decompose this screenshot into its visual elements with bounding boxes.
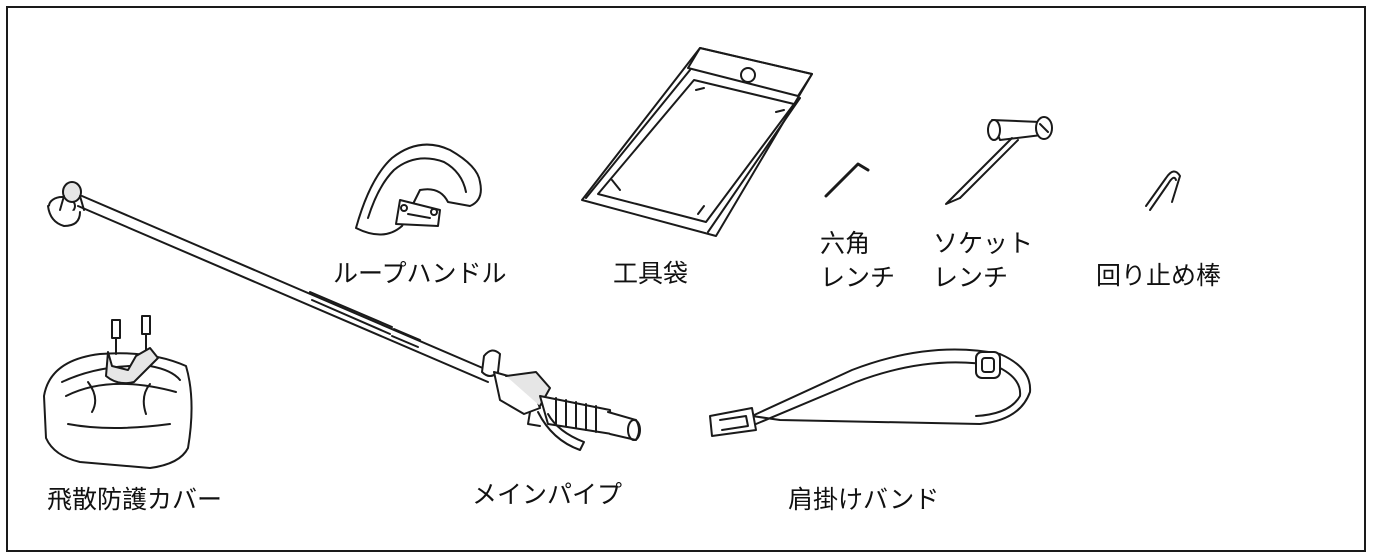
main-pipe-drawing (47, 181, 641, 451)
scatter-guard-label: 飛散防護カバー (47, 485, 223, 514)
scatter-guard-drawing (43, 315, 193, 469)
tool-bag-label: 工具袋 (613, 259, 689, 288)
stopper-rod-label: 回り止め棒 (1096, 261, 1222, 290)
hex-wrench-label: 六角 レンチ (820, 227, 895, 295)
shoulder-strap-label: 肩掛けバンド (788, 485, 940, 514)
main-pipe-label: メインパイプ (472, 480, 623, 509)
hex-wrench-drawing (824, 162, 870, 198)
socket-wrench-label: ソケット レンチ (933, 227, 1033, 295)
socket-wrench-label-line1: ソケット (933, 229, 1034, 258)
hex-wrench-label-line1: 六角 (820, 229, 871, 258)
hex-wrench-label-line2: レンチ (820, 263, 896, 292)
socket-wrench-label-line2: レンチ (933, 263, 1009, 292)
loop-handle-drawing (355, 143, 482, 236)
stopper-rod-drawing (1145, 170, 1181, 211)
shoulder-strap-drawing (709, 348, 1032, 437)
loop-handle-label: ループハンドル (333, 259, 507, 288)
tool-bag-drawing (581, 47, 813, 237)
socket-wrench-drawing (945, 116, 1053, 205)
